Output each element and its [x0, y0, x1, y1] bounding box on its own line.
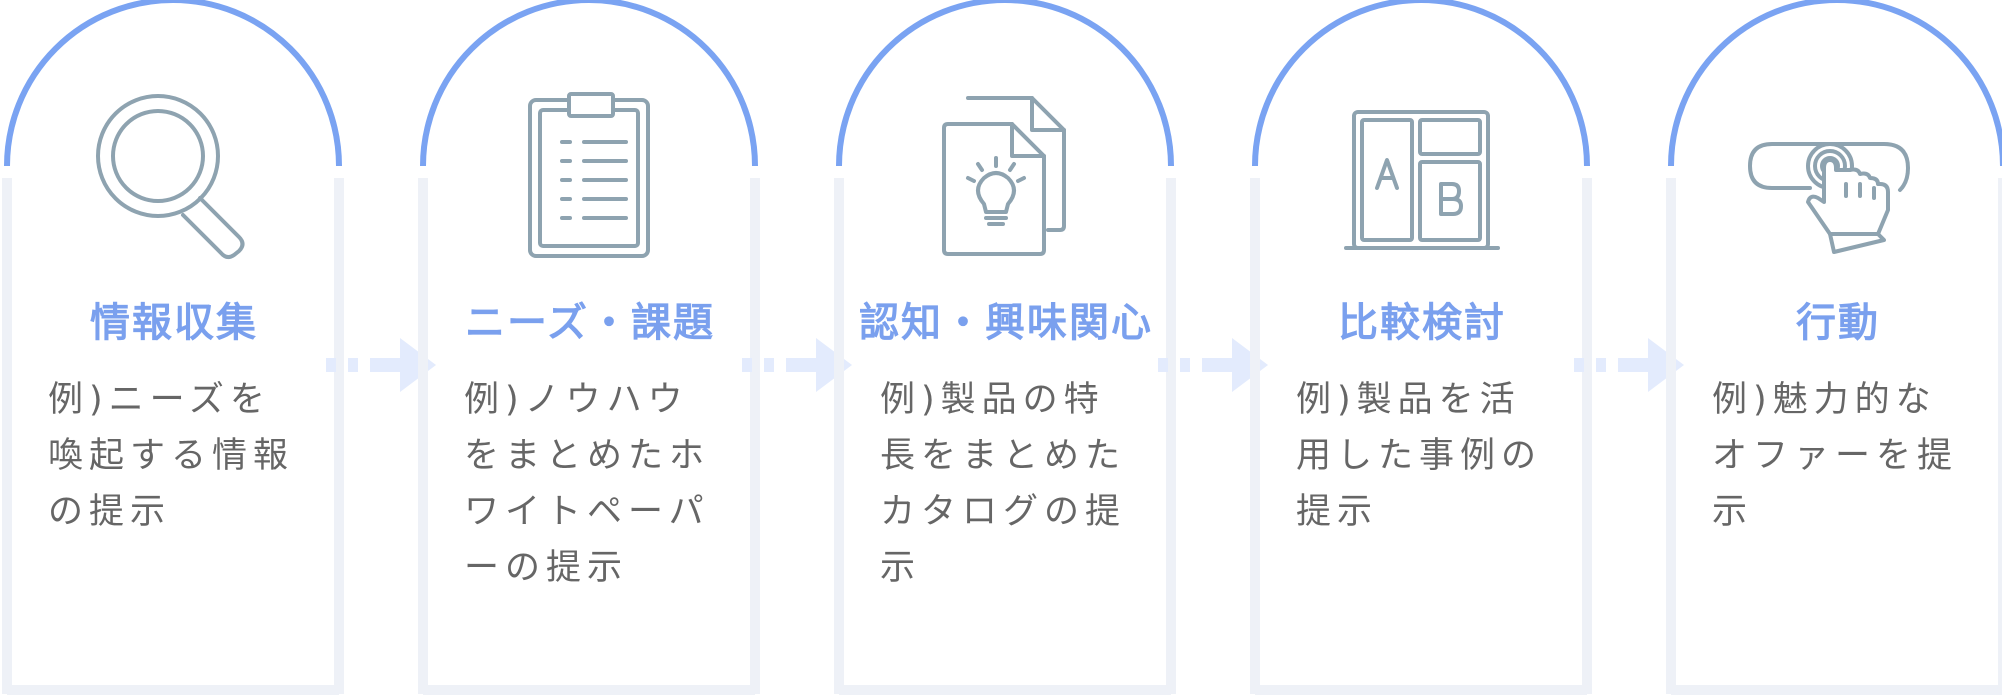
step-card-action: 行動 例)魅力的なオファーを提示 [1666, 0, 2002, 695]
card-frame [1250, 0, 1592, 695]
step-description: 例)製品を活用した事例の提示 [1296, 380, 1543, 532]
step-title: ニーズ・課題 [465, 300, 715, 346]
step-description: 例)製品の特長をまとめたカタログの提示 [880, 380, 1127, 588]
card-frame [2, 0, 344, 695]
card-frame [834, 0, 1176, 695]
document-lightbulb-icon [906, 84, 1106, 264]
step-title: 情報収集 [90, 300, 258, 346]
step-card-awareness-interest: 認知・興味関心 例)製品の特長をまとめたカタログの提示 [834, 0, 1178, 695]
card-frame [1666, 0, 2002, 695]
step-description: 例)魅力的なオファーを提示 [1712, 380, 1959, 532]
step-card-needs-issues: ニーズ・課題 例)ノウハウをまとめたホワイトペーパーの提示 [418, 0, 762, 695]
step-title: 比較検討 [1338, 300, 1506, 346]
step-card-comparison: 比較検討 例)製品を活用した事例の提示 [1250, 0, 1594, 695]
step-title: 認知・興味関心 [859, 300, 1153, 346]
step-title: 行動 [1796, 300, 1880, 346]
magnifier-icon [74, 84, 274, 264]
step-description: 例)ノウハウをまとめたホワイトペーパーの提示 [464, 380, 711, 588]
ab-comparison-icon [1322, 84, 1522, 264]
card-frame [418, 0, 760, 695]
step-card-information-gathering: 情報収集 例)ニーズを喚起する情報の提示 [2, 0, 346, 695]
hand-click-button-icon [1738, 84, 1938, 264]
step-description: 例)ニーズを喚起する情報の提示 [48, 380, 295, 532]
clipboard-icon [490, 84, 690, 264]
